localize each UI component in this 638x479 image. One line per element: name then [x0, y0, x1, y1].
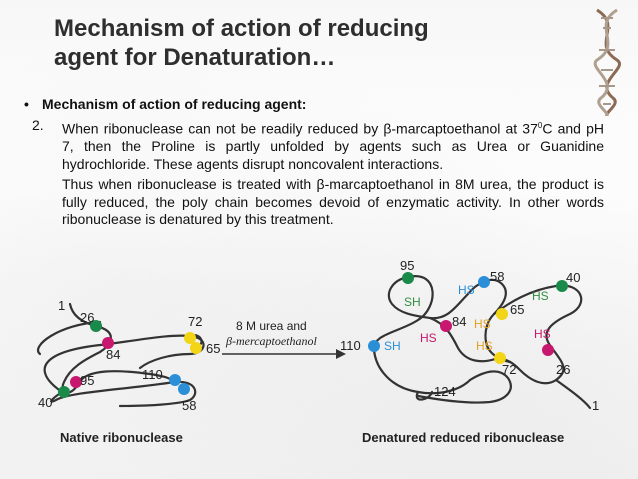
native-node-110	[169, 374, 181, 386]
native-node-84	[102, 337, 114, 349]
ribonuclease-denaturation-diagram: 1 26 84 95 40 110 58 72 65 8 M urea and …	[37, 258, 599, 445]
paragraph-1-end: C and pH 7, then the Proline is partly u…	[62, 120, 604, 172]
native-label-95: 95	[80, 373, 94, 388]
reaction-arrow	[222, 349, 346, 359]
paragraph-1: When ribonuclease can not be readily red…	[62, 117, 604, 173]
native-node-72	[184, 332, 196, 344]
denatured-label-124: 124	[434, 384, 456, 399]
native-label-110: 110	[142, 367, 163, 382]
native-node-95	[70, 376, 82, 388]
hs-label-84: HS	[420, 331, 437, 345]
hs-label-65: HS	[474, 317, 491, 331]
denatured-label-40: 40	[566, 270, 580, 285]
native-label-58: 58	[182, 398, 196, 413]
native-label-1: 1	[58, 298, 65, 313]
denatured-node-26	[542, 344, 554, 356]
denatured-label-65: 65	[510, 302, 524, 317]
hs-label-58: HS	[458, 283, 475, 297]
native-node-40	[58, 386, 70, 398]
arrow-label-line1: 8 M urea and	[236, 319, 307, 333]
denatured-label-26: 26	[556, 362, 570, 377]
native-node-26	[90, 320, 102, 332]
denatured-node-84	[440, 320, 452, 332]
denatured-label-95: 95	[400, 258, 414, 273]
arrow-label-line2: β-mercaptoethanol	[225, 334, 318, 348]
hs-label-72: HS	[476, 339, 493, 353]
sh-label-110: SH	[384, 339, 401, 353]
dna-helix-icon	[593, 8, 621, 116]
native-label-72: 72	[188, 314, 202, 329]
body-text: 2. When ribonuclease can not be readily …	[32, 117, 604, 229]
denatured-caption: Denatured reduced ribonuclease	[362, 430, 564, 445]
denatured-node-65	[496, 308, 508, 320]
paragraph-2: Thus when ribonuclease is treated with β…	[62, 176, 604, 228]
native-label-65: 65	[206, 341, 220, 356]
denatured-node-40	[556, 280, 568, 292]
denatured-label-58: 58	[490, 269, 504, 284]
denatured-node-72	[494, 352, 506, 364]
native-node-65	[190, 342, 202, 354]
native-label-84: 84	[106, 347, 120, 362]
native-label-26: 26	[80, 310, 94, 325]
hs-label-26: HS	[534, 327, 551, 341]
denatured-node-110	[368, 340, 380, 352]
native-node-58	[178, 383, 190, 395]
degree-superscript: 0	[537, 121, 543, 130]
denatured-label-110: 110	[340, 338, 361, 353]
sh-label-95: SH	[404, 295, 421, 309]
item-number: 2.	[32, 117, 44, 133]
slide-title-line2: agent for Denaturation…	[54, 44, 336, 71]
denatured-node-58	[478, 276, 490, 288]
bullet-heading: • Mechanism of action of reducing agent:	[24, 96, 306, 112]
paragraph-1-start: When ribonuclease can not be readily red…	[62, 120, 538, 137]
denatured-label-1: 1	[592, 398, 599, 413]
denatured-label-84: 84	[452, 314, 466, 329]
bullet-marker: •	[24, 96, 29, 112]
native-label-40: 40	[38, 395, 52, 410]
native-caption: Native ribonuclease	[60, 430, 183, 445]
numbered-paragraph: 2. When ribonuclease can not be readily …	[32, 117, 604, 173]
denatured-node-95	[402, 272, 414, 284]
slide-title: Mechanism of action of reducing agent fo…	[54, 14, 554, 72]
hs-label-40: HS	[532, 289, 549, 303]
denatured-label-72: 72	[502, 362, 516, 377]
slide-title-line1: Mechanism of action of reducing	[54, 15, 429, 42]
bullet-heading-text: Mechanism of action of reducing agent:	[42, 96, 307, 112]
